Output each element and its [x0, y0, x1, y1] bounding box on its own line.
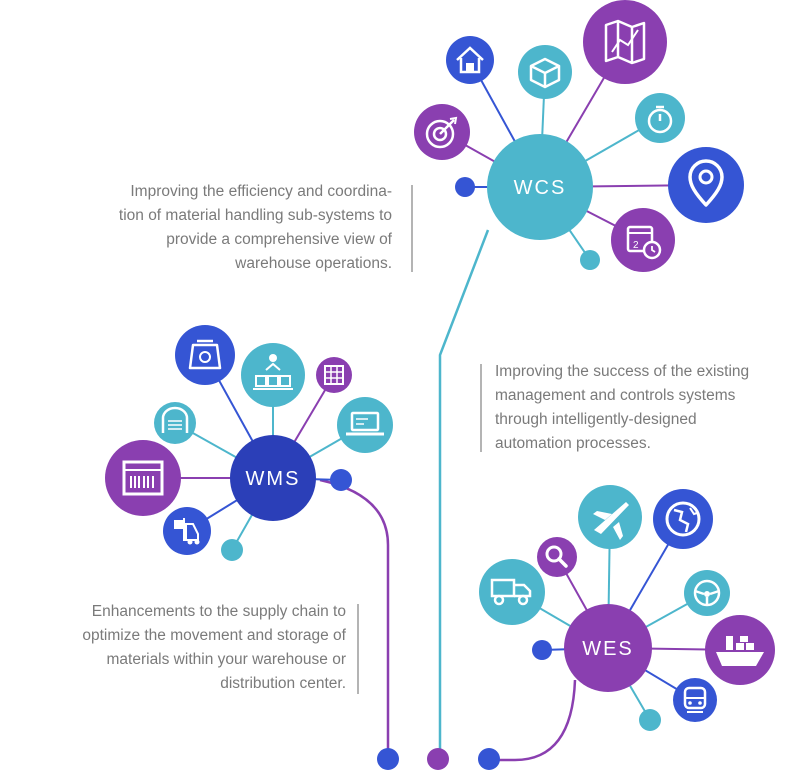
wes-description-line: automation processes.: [495, 435, 651, 452]
wcs-description-line: tion of material handling sub-systems to: [118, 207, 392, 224]
wms-dot-right: [330, 469, 352, 491]
map-icon: [583, 0, 667, 84]
wcs-description-line: provide a comprehensive view of: [166, 231, 392, 248]
ship-icon: [705, 615, 775, 685]
workers-conveyor-icon: [241, 343, 305, 407]
target-icon: [414, 104, 470, 160]
wes-hub: [564, 604, 652, 692]
wms-description: Enhancements to the supply chain to opti…: [1, 600, 346, 696]
wms-dot-bottom: [221, 539, 243, 561]
wcs-hub: [487, 134, 593, 240]
wes-description-line: Improving the success of the existing: [495, 363, 750, 380]
pallet-grid-icon: [316, 357, 352, 393]
wes-hub-label: WES: [582, 638, 634, 660]
wes-end-dot: [478, 748, 500, 770]
wes-description-line: through intelligently-designed: [495, 411, 697, 428]
wes-dot-left: [532, 640, 552, 660]
train-icon: [673, 678, 717, 722]
package-icon: [518, 45, 572, 99]
location-pin-icon: [668, 147, 744, 223]
wms-hub: [230, 435, 316, 521]
globe-icon: [653, 489, 713, 549]
barcode-box-icon: [105, 440, 181, 516]
wms-description-line: distribution center.: [220, 675, 346, 692]
wms-description-line: optimize the movement and storage of: [82, 627, 346, 644]
wcs-hub-label: WCS: [514, 177, 567, 199]
wes-description-line: management and controls systems: [495, 387, 736, 404]
truck-icon: [479, 559, 545, 625]
wes-description: Improving the success of the existing ma…: [495, 360, 805, 456]
wcs-dot-left: [455, 177, 475, 197]
wms-description-line: materials within your warehouse or: [106, 651, 347, 668]
stopwatch-icon: [635, 93, 685, 143]
wes-dot-bottom: [639, 709, 661, 731]
laptop-icon: [337, 397, 393, 453]
calendar-clock-icon: 2: [611, 208, 675, 272]
search-icon: [537, 537, 577, 577]
wcs-description-line: Improving the efficiency and coordina-: [130, 183, 392, 200]
scale-icon: [175, 325, 235, 385]
wcs-description: Improving the efficiency and coordina- t…: [32, 180, 392, 276]
wcs-dot-bottom: [580, 250, 600, 270]
svg-text:2: 2: [633, 240, 639, 251]
warehouse-door-icon: [154, 402, 196, 444]
home-icon: [446, 36, 494, 84]
steering-wheel-icon: [684, 570, 730, 616]
forklift-icon: [163, 507, 211, 555]
wcs-end-dot: [427, 748, 449, 770]
wms-cluster: WMS: [105, 325, 393, 561]
wes-trunk-line: [490, 679, 577, 762]
wcs-description-line: warehouse operations.: [235, 255, 392, 272]
wms-end-dot: [377, 748, 399, 770]
wms-description-line: Enhancements to the supply chain to: [91, 603, 346, 620]
airplane-icon: [578, 485, 642, 549]
wcs-trunk-line: [438, 229, 490, 758]
wes-cluster: WES: [479, 485, 775, 731]
wcs-cluster: WCS: [414, 0, 744, 272]
wms-hub-label: WMS: [246, 468, 301, 490]
